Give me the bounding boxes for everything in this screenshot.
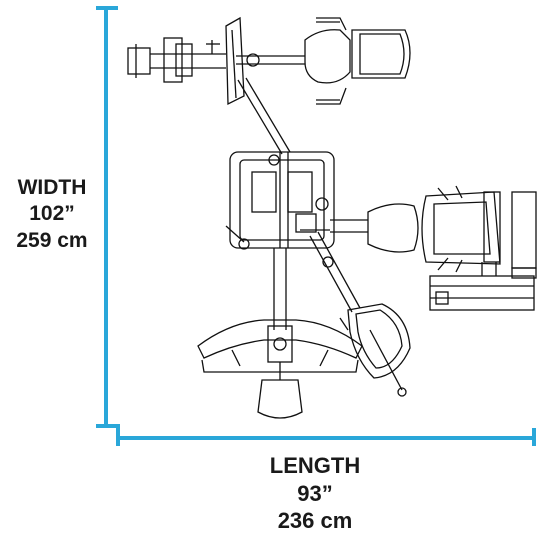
length-metric: 236 cm — [277, 508, 353, 533]
central-station — [225, 151, 335, 250]
top-seat-station — [127, 16, 411, 106]
width-label: WIDTH 102” 259 cm — [4, 175, 100, 254]
gym-machine-top-view — [127, 16, 537, 419]
bottom-station — [197, 248, 363, 419]
length-dimension-line — [116, 424, 536, 446]
width-dimension-line — [96, 6, 118, 428]
width-title: WIDTH — [17, 176, 87, 199]
diagonal-arm-top — [237, 77, 291, 155]
length-label: LENGTH 93” 236 cm — [230, 452, 400, 535]
width-metric: 259 cm — [16, 228, 88, 252]
length-imperial: 93” — [297, 480, 333, 506]
width-imperial: 102” — [29, 202, 75, 226]
right-seat-station — [330, 185, 537, 311]
diagonal-arm-bottom — [309, 231, 411, 397]
length-title: LENGTH — [269, 453, 361, 478]
